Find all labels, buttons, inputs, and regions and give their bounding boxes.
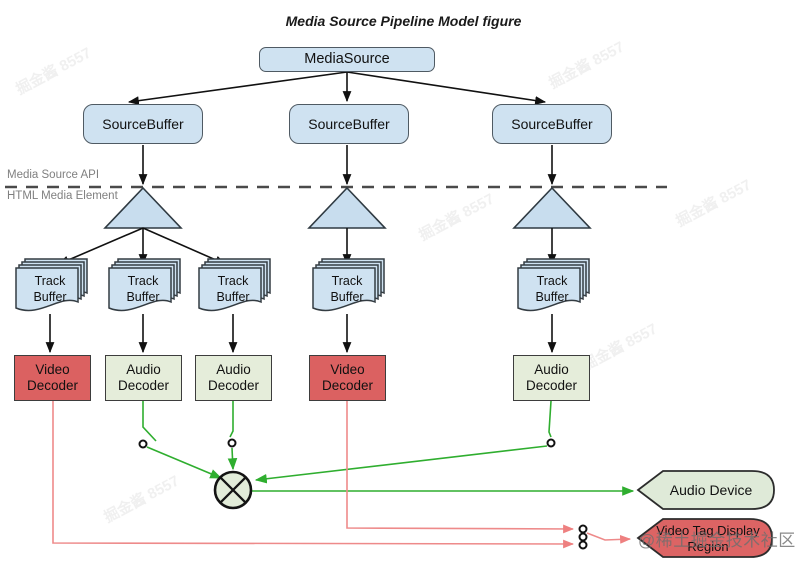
audio-switch-blade: [548, 400, 552, 438]
node-video-decoder: Video Decoder: [309, 355, 386, 401]
node-video-tag-display-label: Video Tag Display Region: [656, 523, 760, 555]
diagram-title: Media Source Pipeline Model figure: [285, 13, 522, 29]
track-buffer-shapes: [15, 258, 590, 312]
node-audio-decoder: Audio Decoder: [105, 355, 182, 401]
node-audio-decoder: Audio Decoder: [195, 355, 272, 401]
audio-routing-lines: [142, 400, 635, 496]
track-buffer-shape: [198, 258, 271, 312]
node-track-buffer-label: Track Buffer: [216, 274, 250, 305]
node-media-source: MediaSource: [259, 47, 435, 72]
node-source-buffer: SourceBuffer: [289, 104, 409, 144]
node-track-buffer-label: Track Buffer: [535, 274, 569, 305]
video-routing-lines: [52, 401, 632, 549]
audio-switch-blade: [229, 401, 234, 438]
layer-label-html-media-element: HTML Media Element: [7, 190, 118, 202]
node-track-buffer-label: Track Buffer: [330, 274, 364, 305]
audio-switch-blade: [142, 401, 157, 442]
mediasource-to-sourcebuffer-arrows: [127, 71, 547, 106]
trackbuffer-to-decoder-arrows: [45, 314, 557, 354]
audio-device-shape: [636, 470, 775, 510]
track-buffer-shape: [312, 258, 385, 312]
node-video-decoder: Video Decoder: [14, 355, 91, 401]
audio-switch-contacts: [138, 438, 556, 449]
video-switch-contacts: [578, 524, 588, 550]
node-audio-device-label: Audio Device: [669, 482, 753, 498]
track-buffer-shape: [15, 258, 88, 312]
track-buffer-shape: [517, 258, 590, 312]
demuxer-triangle: [103, 186, 592, 229]
layer-label-media-source-api: Media Source API: [7, 169, 100, 181]
sourcebuffer-to-element-arrows: [138, 145, 557, 186]
node-source-buffer: SourceBuffer: [83, 104, 203, 144]
video-tag-display-shape: [636, 518, 773, 558]
node-audio-decoder: Audio Decoder: [513, 355, 590, 401]
node-track-buffer-label: Track Buffer: [33, 274, 67, 305]
track-buffer-shape: [108, 258, 181, 312]
node-track-buffer-label: Track Buffer: [126, 274, 160, 305]
audio-mixer: [213, 470, 253, 510]
node-source-buffer: SourceBuffer: [492, 104, 612, 144]
triangle-to-trackbuffer-arrows: [57, 227, 557, 266]
watermark-community: @稀土掘金技术社区: [638, 531, 796, 550]
